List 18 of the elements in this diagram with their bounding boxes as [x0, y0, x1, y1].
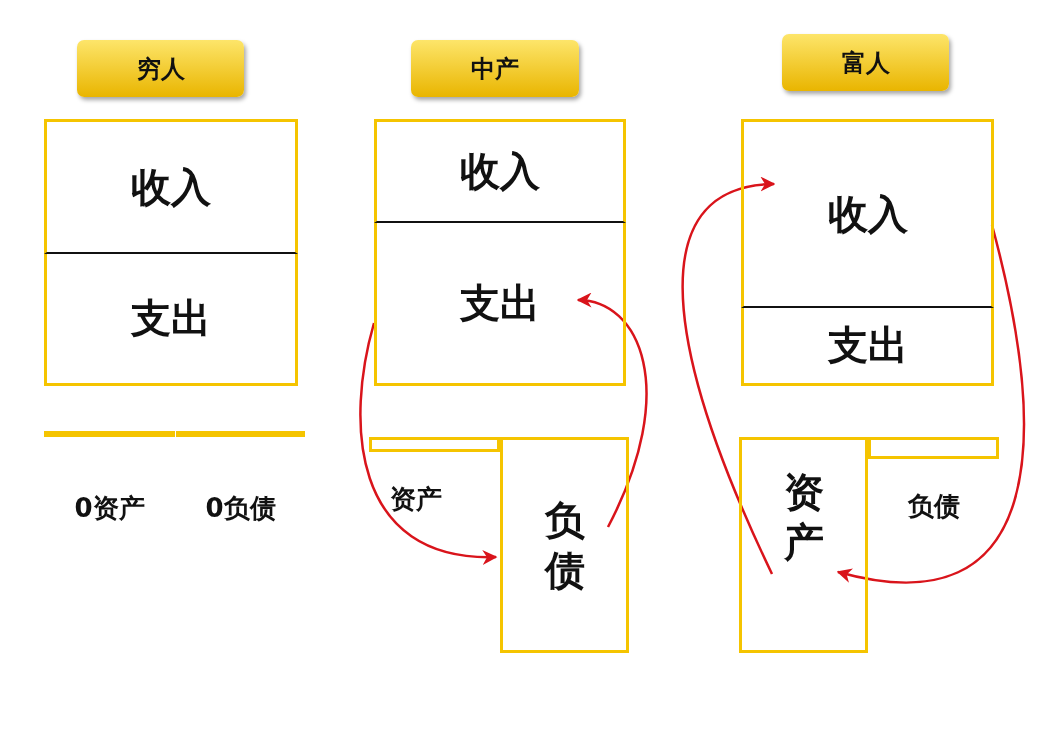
arrow	[681, 178, 776, 575]
bar-label: 0资产	[74, 492, 145, 525]
bar-label: 资产	[389, 483, 442, 516]
income-box: 收入	[374, 119, 626, 223]
arrow	[359, 322, 498, 564]
arrow	[576, 294, 648, 528]
bar-label: 负债	[907, 490, 960, 523]
header-badge: 富人	[782, 34, 949, 91]
expense-box: 支出	[44, 254, 298, 386]
header-badge: 中产	[411, 40, 579, 97]
bar-label: 0负债	[205, 492, 276, 525]
expense-box: 支出	[741, 308, 994, 386]
income-box: 收入	[741, 119, 994, 308]
expense-box: 支出	[374, 223, 626, 386]
balance-box: 负债	[500, 437, 629, 653]
balance-box: 资产	[739, 437, 868, 653]
header-badge: 穷人	[77, 40, 244, 97]
income-box: 收入	[44, 119, 298, 254]
